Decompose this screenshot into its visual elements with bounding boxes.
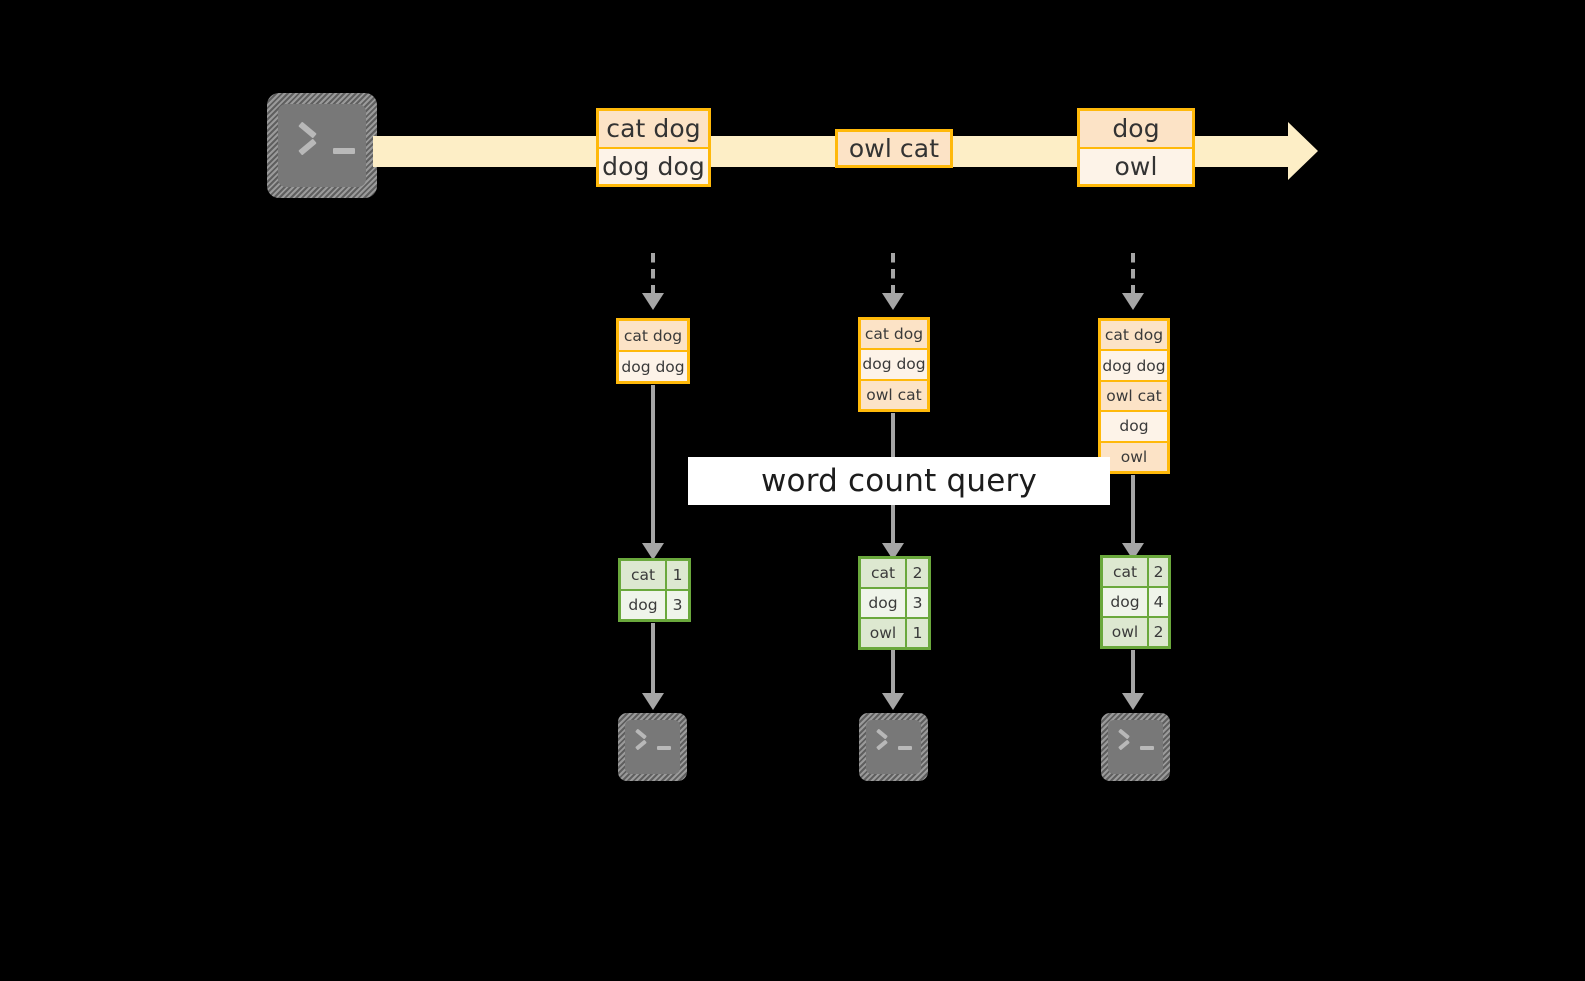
connector-stream-to-snapshot-1 (651, 253, 655, 295)
result-row: cat 1 (621, 561, 688, 589)
connector-arrow-head-icon (1122, 293, 1144, 310)
snapshot-2: cat dog dog dog owl cat (858, 317, 930, 412)
terminal-screen (1108, 720, 1163, 774)
snapshot-line: owl cat (861, 380, 927, 409)
terminal-screen (625, 720, 680, 774)
connector-arrow-head-icon (642, 293, 664, 310)
result-3: cat 2 dog 4 owl 2 (1100, 555, 1171, 649)
result-row: dog 3 (621, 591, 688, 619)
connector-result-3-to-sink-3 (1131, 650, 1135, 695)
snapshot-line: cat dog (1101, 321, 1167, 350)
prompt-chevron-icon (1118, 728, 1135, 751)
result-row: owl 2 (1103, 618, 1168, 646)
stream-arrow-head-icon (1288, 122, 1318, 180)
result-row: owl 1 (861, 619, 928, 647)
source-terminal-icon (267, 93, 377, 198)
result-row: cat 2 (861, 559, 928, 587)
result-1: cat 1 dog 3 (618, 558, 691, 622)
connector-snapshot-1-to-result-1 (651, 385, 655, 545)
result-word: dog (861, 589, 905, 617)
snapshot-line: dog dog (861, 350, 927, 379)
terminal-screen (866, 720, 921, 774)
snapshot-3: cat dog dog dog owl cat dog owl (1098, 318, 1170, 474)
snapshot-line: dog dog (1101, 351, 1167, 380)
stream-group-1: cat dog dog dog (596, 108, 711, 187)
stream-line: dog (1080, 111, 1192, 147)
sink-terminal-icon-2 (859, 713, 928, 781)
result-count: 2 (1149, 618, 1168, 646)
result-count: 4 (1149, 588, 1168, 616)
stream-line: owl (1080, 146, 1192, 184)
result-word: dog (1103, 588, 1147, 616)
connector-stream-to-snapshot-3 (1131, 253, 1135, 295)
connector-arrow-head-icon (1122, 693, 1144, 710)
stream-group-2: owl cat (835, 129, 953, 168)
result-count: 3 (907, 589, 928, 617)
result-word: owl (1103, 618, 1147, 646)
connector-stream-to-snapshot-2 (891, 253, 895, 295)
prompt-chevron-icon (876, 728, 893, 751)
sink-terminal-icon-1 (618, 713, 687, 781)
snapshot-line: owl cat (1101, 381, 1167, 411)
result-word: cat (861, 559, 905, 587)
prompt-underscore-icon (657, 746, 671, 750)
stream-line: owl cat (838, 132, 950, 165)
connector-snapshot-3-to-result-3 (1131, 475, 1135, 545)
connector-result-2-to-sink-2 (891, 650, 895, 695)
result-row: cat 2 (1103, 558, 1168, 586)
result-count: 2 (907, 559, 928, 587)
connector-arrow-head-icon (882, 293, 904, 310)
connector-arrow-head-icon (882, 693, 904, 710)
prompt-chevron-icon (635, 728, 652, 751)
snapshot-line: dog (1101, 412, 1167, 441)
connector-arrow-head-icon (882, 543, 904, 560)
result-row: dog 3 (861, 589, 928, 617)
stream-line: cat dog (599, 111, 708, 147)
stream-group-3: dog owl (1077, 108, 1195, 187)
query-label-text: word count query (760, 463, 1038, 499)
result-count: 1 (667, 561, 688, 589)
result-count: 1 (907, 619, 928, 647)
stream-line: dog dog (599, 146, 708, 184)
prompt-chevron-icon (298, 121, 324, 156)
query-label-band: word count query (688, 457, 1110, 505)
connector-arrow-head-icon (642, 543, 664, 560)
result-count: 2 (1149, 558, 1168, 586)
result-word: cat (621, 561, 665, 589)
snapshot-1: cat dog dog dog (616, 318, 690, 384)
result-word: owl (861, 619, 905, 647)
snapshot-line: owl (1101, 442, 1167, 472)
result-2: cat 2 dog 3 owl 1 (858, 556, 931, 650)
result-row: dog 4 (1103, 588, 1168, 616)
connector-arrow-head-icon (642, 693, 664, 710)
terminal-screen (278, 104, 366, 187)
result-count: 3 (667, 591, 688, 619)
prompt-underscore-icon (1140, 746, 1154, 750)
connector-result-1-to-sink-1 (651, 623, 655, 695)
snapshot-line: dog dog (619, 352, 687, 381)
prompt-underscore-icon (898, 746, 912, 750)
result-word: cat (1103, 558, 1147, 586)
sink-terminal-icon-3 (1101, 713, 1170, 781)
result-word: dog (621, 591, 665, 619)
prompt-underscore-icon (333, 148, 355, 154)
snapshot-line: cat dog (619, 321, 687, 350)
snapshot-line: cat dog (861, 320, 927, 349)
